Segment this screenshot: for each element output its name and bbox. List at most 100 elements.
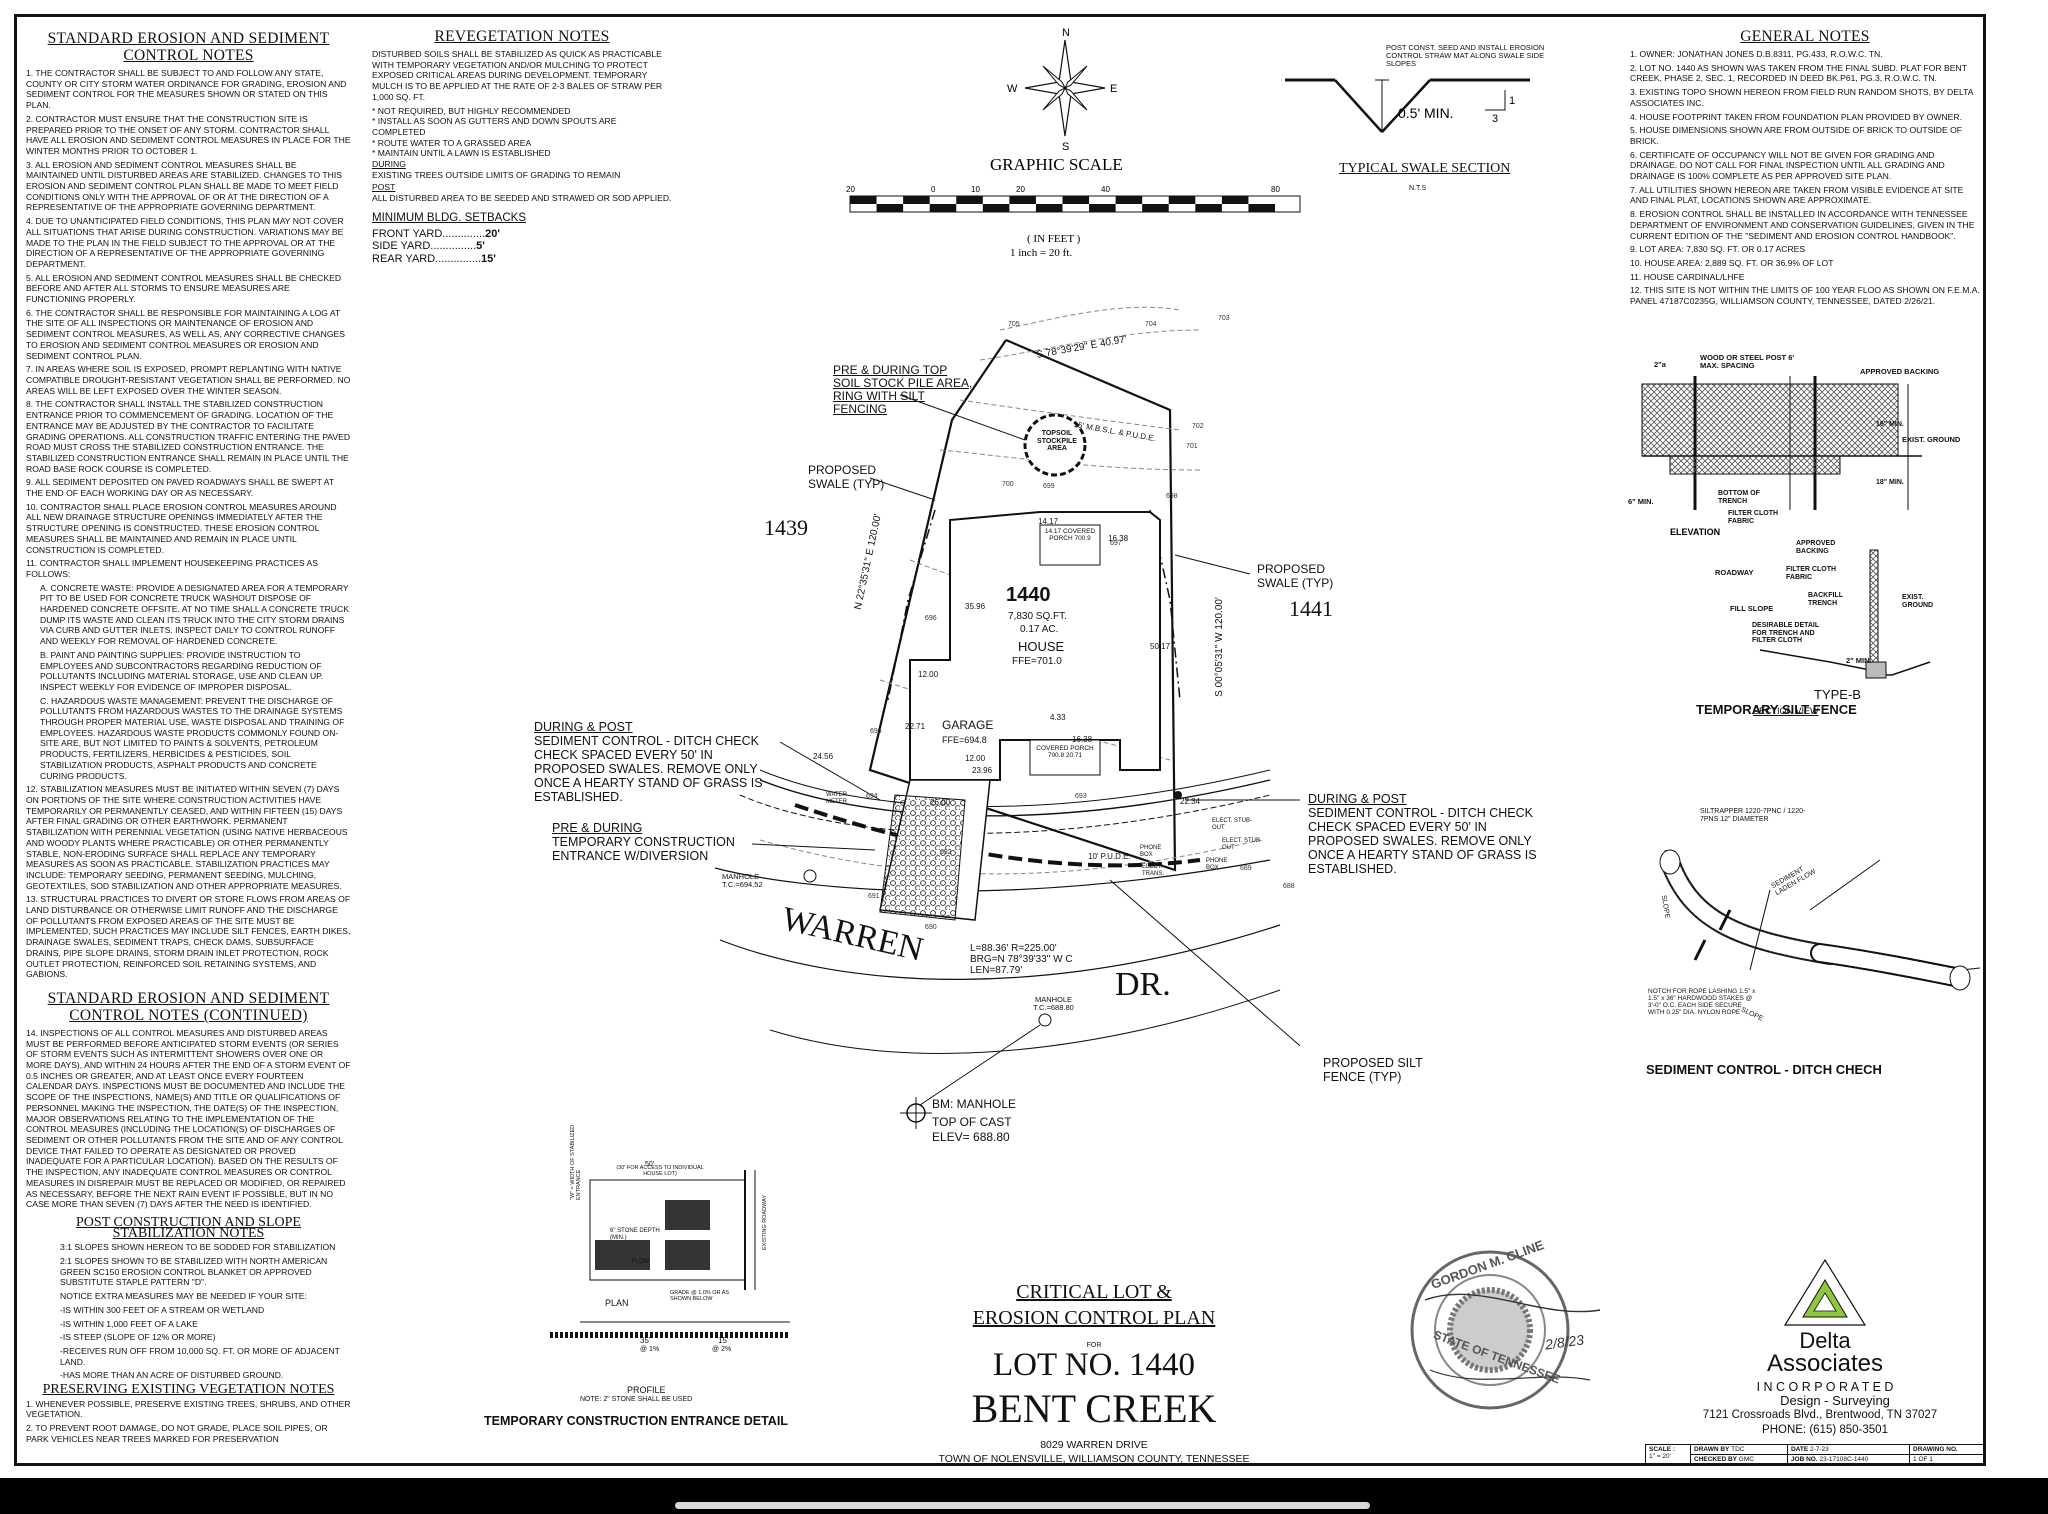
scale-segment (876, 204, 904, 212)
garage-label: GARAGE (942, 718, 994, 732)
manhole-left: MANHOLE T.C.=694.52 (722, 872, 763, 889)
general-note-item: 4. HOUSE FOOTPRINT TAKEN FROM FOUNDATION… (1630, 111, 1963, 122)
erosion-continued-title: STANDARD EROSION AND SEDIMENT CONTROL NO… (47, 989, 330, 1024)
manhole-mid: MANHOLE T.C.=688.80 (1033, 995, 1074, 1012)
silt-fence-detail: ELEVATION SECTION VIEW (1641, 376, 1931, 716)
contour-label: 700 (1002, 481, 1014, 488)
covered-porch-1 (1039, 524, 1101, 566)
entrance-width-note: (30' FOR ACCESS TO INDIVIDUAL HOUSE LOT) (616, 1165, 704, 1177)
setback-row: REAR YARD...............15' (372, 252, 496, 265)
ditch-check-detail (1659, 849, 1981, 991)
silt-backing2: APPROVED BACKING (1796, 540, 1836, 555)
house-label: HOUSE (1018, 639, 1065, 654)
water-meter: WATER METER (826, 792, 847, 805)
house-footprint (909, 511, 1161, 781)
general-note-item: 9. LOT AREA: 7,830 SQ. FT. OR 0.17 ACRES (1630, 244, 1806, 255)
compass-e: E (1110, 83, 1117, 95)
contour-label: 699 (1043, 483, 1055, 490)
lot-1439: 1439 (764, 515, 808, 540)
entrance-flow: FLOW (632, 1259, 650, 1265)
date-cell: DATE 2-7-23 (1786, 1444, 1911, 1455)
silt-fill-slope: FILL SLOPE (1730, 604, 1774, 613)
contour-label: 704 (1145, 321, 1157, 328)
entrance-slope2: @ 2% (712, 1346, 732, 1353)
scale-tick-label: 0 (931, 185, 936, 194)
revegetation-bullet: * ROUTE WATER TO A GRASSED AREA (372, 137, 532, 148)
scale-segment (1221, 196, 1249, 204)
title-address: 8029 WARREN DRIVE (1040, 1439, 1148, 1451)
silt-type: TYPE-B (1814, 687, 1861, 702)
contour-label: 696 (925, 615, 937, 622)
swale-slope-v: 1 (1509, 95, 1515, 107)
setback-row: SIDE YARD...............5' (372, 240, 485, 253)
entrance-detail (550, 1170, 790, 1338)
street-dr: DR. (1115, 966, 1171, 1003)
post-construction-item: -IS WITHIN 1,000 FEET OF A LAKE (60, 1318, 198, 1329)
scale-segment (929, 204, 957, 212)
porch-1-label: 14.17 COVERED PORCH 700.9 (1044, 528, 1096, 542)
contour-label: 694 (866, 793, 878, 800)
ditch-note: SILTRAPPER 1220-7PNC / 1220-7PNS 12" DIA… (1700, 808, 1806, 823)
entrance-len2: 15' (718, 1336, 729, 1345)
ditch-left-head: DURING & POST (534, 720, 633, 734)
swale-title-text: TYPICAL SWALE SECTION (1339, 161, 1511, 176)
scale-segment (1089, 204, 1116, 212)
silt-post: WOOD OR STEEL POST 6' MAX. SPACING (1700, 353, 1795, 370)
plan-dimension: 23.96 (972, 766, 993, 775)
elect-stub-2: ELECT. STUB-OUT (1222, 838, 1263, 851)
pude-label: 10' P.U.D.E. (1088, 852, 1131, 861)
silt-6: 6" MIN. (1628, 497, 1654, 506)
scale-segment (1142, 204, 1169, 212)
road-edge-2 (719, 924, 1281, 980)
scale-tick-label: 80 (1271, 185, 1280, 194)
swale-slope-h: 3 (1492, 113, 1498, 125)
erosion-note-item: 5. ALL EROSION AND SEDIMENT CONTROL MEAS… (26, 272, 342, 305)
contour-label: 690 (925, 924, 937, 931)
bearing-right: S 00°05'31" W 120.00' (1213, 597, 1225, 697)
erosion-notes-list: 1. THE CONTRACTOR SHALL BE SUBJECT TO AN… (26, 68, 351, 980)
erosion-continued-item: 14. INSPECTIONS OF ALL CONTROL MEASURES … (26, 1027, 351, 1210)
scale-segment (1009, 196, 1036, 204)
revegetation-notes: REVEGETATION NOTES DISTURBED SOILS SHALL… (372, 28, 672, 265)
lot-1441: 1441 (1289, 596, 1333, 621)
scale-cell: SCALE :1" = 20' (1645, 1444, 1691, 1465)
scale-segment (1168, 196, 1196, 204)
phone-box-2: PHONE BOX (1140, 845, 1162, 858)
entrance-grade: GRADE @ 1.0% OR AS SHOWN BELOW (670, 1290, 730, 1302)
scale-tick-label: 40 (1101, 185, 1110, 194)
contour-label: 692 (940, 849, 952, 856)
entrance-slope1: @ 1% (640, 1346, 660, 1353)
ditch-right-text: SEDIMENT CONTROL - DITCH CHECK CHECK SPA… (1308, 806, 1537, 876)
plan-dimension: 16.38 (1072, 735, 1093, 744)
erosion-note-item: 7. IN AREAS WHERE SOIL IS EXPOSED, PROMP… (26, 364, 351, 396)
silt-2min: 2" MIN. (1846, 656, 1872, 665)
home-indicator[interactable] (675, 1502, 1370, 1509)
entrance-profile: PROFILE (627, 1385, 666, 1395)
post-construction-item: -IS WITHIN 300 FEET OF A STREAM OR WETLA… (60, 1304, 265, 1315)
revegetation-bullet: * NOT REQUIRED, BUT HIGHLY RECOMMENDED (372, 105, 571, 116)
silt-backing: APPROVED BACKING (1860, 367, 1940, 376)
company-address: 7121 Crossroads Blvd., Brentwood, TN 370… (1702, 1409, 1938, 1421)
plan-dimension: 12.00 (965, 754, 986, 763)
contour-label: 697 (1110, 540, 1122, 547)
erosion-note-item: 11. CONTRACTOR SHALL IMPLEMENT HOUSEKEEP… (26, 558, 318, 579)
erosion-note-item: 3. ALL EROSION AND SEDIMENT CONTROL MEAS… (26, 159, 342, 213)
scale-segment (850, 196, 877, 204)
erosion-note-item: B. PAINT AND PAINTING SUPPLIES: PROVIDE … (40, 649, 324, 692)
swale-note: POST CONST. SEED AND INSTALL EROSION CON… (1386, 43, 1545, 68)
scale-unit: ( IN FEET ) (1027, 233, 1081, 245)
preserving-item: 2. TO PREVENT ROOT DAMAGE, DO NOT GRADE,… (26, 1423, 328, 1444)
silt-2a: 2"a (1654, 360, 1666, 369)
general-note-item: 8. EROSION CONTROL SHALL BE INSTALLED IN… (1630, 209, 1975, 241)
erosion-note-item: 10. CONTRACTOR SHALL PLACE EROSION CONTR… (26, 501, 337, 555)
erosion-note-item: 4. DUE TO UNANTICIPATED FIELD CONDITIONS… (26, 216, 344, 269)
plan-dimension: 24.56 (813, 752, 834, 761)
ditch-left-text: SEDIMENT CONTROL - DITCH CHECK CHECK SPA… (534, 734, 763, 804)
elect-trans: ELECT. TRANS. (1142, 864, 1165, 877)
contour-label: 693 (1075, 793, 1087, 800)
site-plan (714, 306, 1300, 1129)
plan-dimension: 16.38 (1108, 534, 1129, 543)
revegetation-bullet: * MAINTAIN UNTIL A LAWN IS ESTABLISHED (372, 148, 551, 159)
general-notes-title: GENERAL NOTES (1740, 28, 1870, 45)
silt-18: 18" MIN. (1876, 479, 1904, 486)
